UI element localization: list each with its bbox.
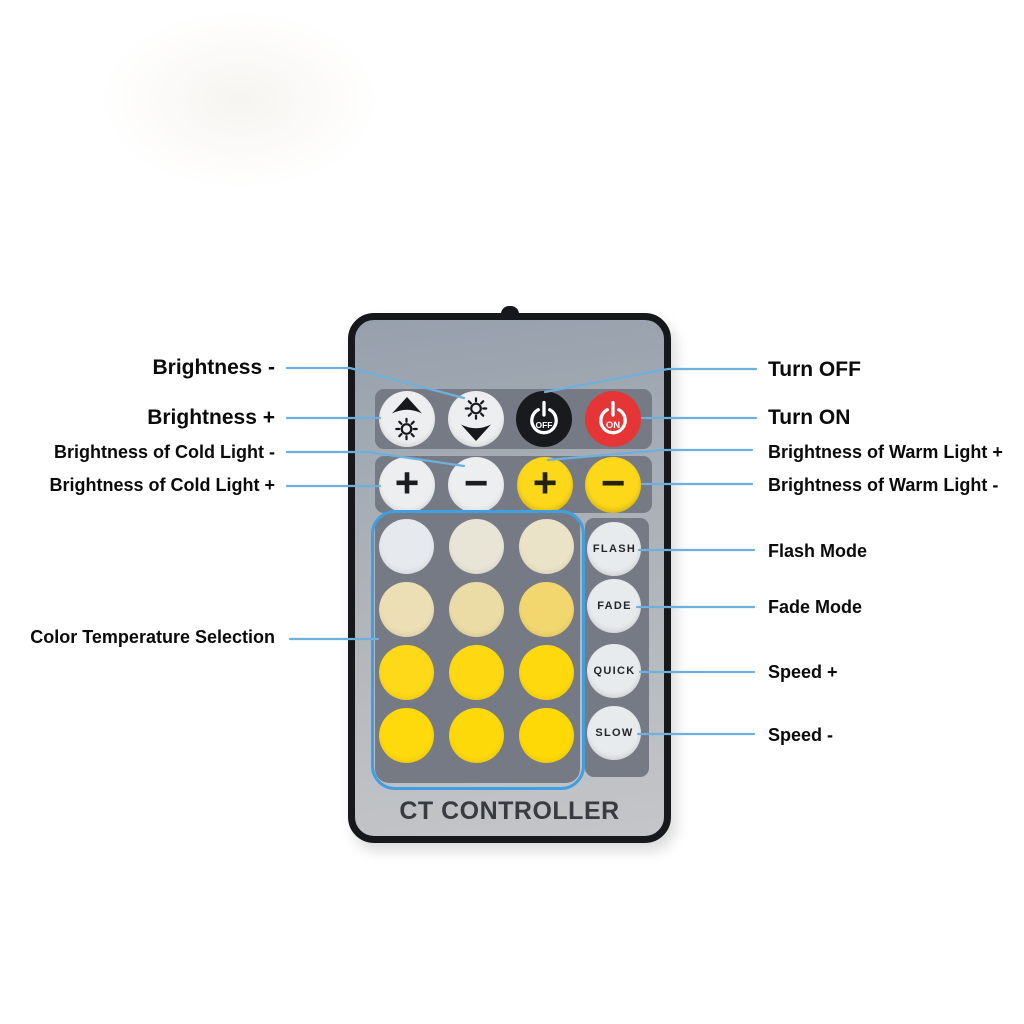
power-on-icon: ON — [599, 400, 627, 435]
cold-warm-panel: + − + − — [375, 456, 652, 513]
color-temp-button — [449, 708, 504, 763]
label-speed-plus: Speed + — [768, 662, 838, 682]
warm-light-plus-button: + — [517, 457, 573, 513]
color-temp-button — [379, 582, 434, 637]
minus-sign: − — [600, 459, 626, 506]
arrow-down-icon — [461, 424, 491, 441]
color-temp-button — [379, 708, 434, 763]
quick-button: QUICK — [587, 644, 641, 698]
plus-sign: + — [394, 459, 420, 506]
on-button-label: ON — [606, 420, 620, 431]
device-label: CT CONTROLLER — [399, 797, 620, 825]
color-temp-button — [519, 708, 574, 763]
label-speed-minus: Speed - — [768, 725, 834, 745]
label-flash-mode: Flash Mode — [768, 541, 868, 561]
label-cold-light-minus: Brightness of Cold Light - — [54, 442, 275, 462]
brightness-down-button — [448, 391, 504, 447]
label-turn-on: Turn ON — [768, 406, 851, 429]
warm-light-minus-button: − — [585, 457, 641, 513]
background-glare — [100, 10, 380, 190]
label-fade-mode: Fade Mode — [768, 597, 863, 617]
color-temp-button — [379, 645, 434, 700]
flash-button: FLASH — [587, 522, 641, 576]
label-brightness-plus: Brightness + — [147, 406, 275, 429]
plus-sign: + — [532, 459, 558, 506]
fade-button: FADE — [587, 579, 641, 633]
cold-light-plus-button: + — [379, 457, 435, 513]
color-temp-button — [449, 519, 504, 574]
color-temp-button — [519, 582, 574, 637]
color-temp-button — [449, 645, 504, 700]
label-cold-light-plus: Brightness of Cold Light + — [49, 475, 276, 495]
brightness-down-icon — [461, 397, 491, 441]
color-temp-button — [519, 645, 574, 700]
slow-button-label: SLOW — [595, 727, 634, 739]
cold-light-minus-button: − — [448, 457, 504, 513]
slow-button: SLOW — [587, 706, 641, 760]
label-turn-off: Turn OFF — [768, 358, 861, 381]
remote-body: OFF ON + − + − — [348, 313, 671, 843]
turn-off-button: OFF — [516, 391, 572, 447]
fade-button-label: FADE — [597, 600, 632, 612]
arrow-up-icon — [392, 397, 422, 414]
power-off-icon: OFF — [530, 400, 558, 435]
off-button-label: OFF — [536, 420, 553, 430]
label-brightness-minus: Brightness - — [152, 356, 275, 379]
label-warm-light-minus: Brightness of Warm Light - — [768, 475, 999, 495]
color-temp-grid — [375, 513, 580, 783]
power-brightness-panel: OFF ON — [375, 389, 652, 449]
color-temp-grid-outline — [371, 510, 585, 790]
mode-panel: FLASH FADE QUICK SLOW — [585, 518, 649, 777]
turn-on-button: ON — [585, 391, 641, 447]
sun-icon — [464, 397, 488, 420]
sun-icon — [395, 417, 418, 441]
minus-sign: − — [463, 459, 489, 506]
quick-button-label: QUICK — [593, 665, 636, 677]
label-color-temp-selection: Color Temperature Selection — [30, 627, 275, 647]
brightness-up-icon — [392, 397, 422, 441]
label-warm-light-plus: Brightness of Warm Light + — [768, 442, 1003, 462]
flash-button-label: FLASH — [592, 543, 637, 555]
brightness-up-button — [379, 391, 435, 447]
ir-nub — [501, 306, 519, 315]
color-temp-button — [449, 582, 504, 637]
